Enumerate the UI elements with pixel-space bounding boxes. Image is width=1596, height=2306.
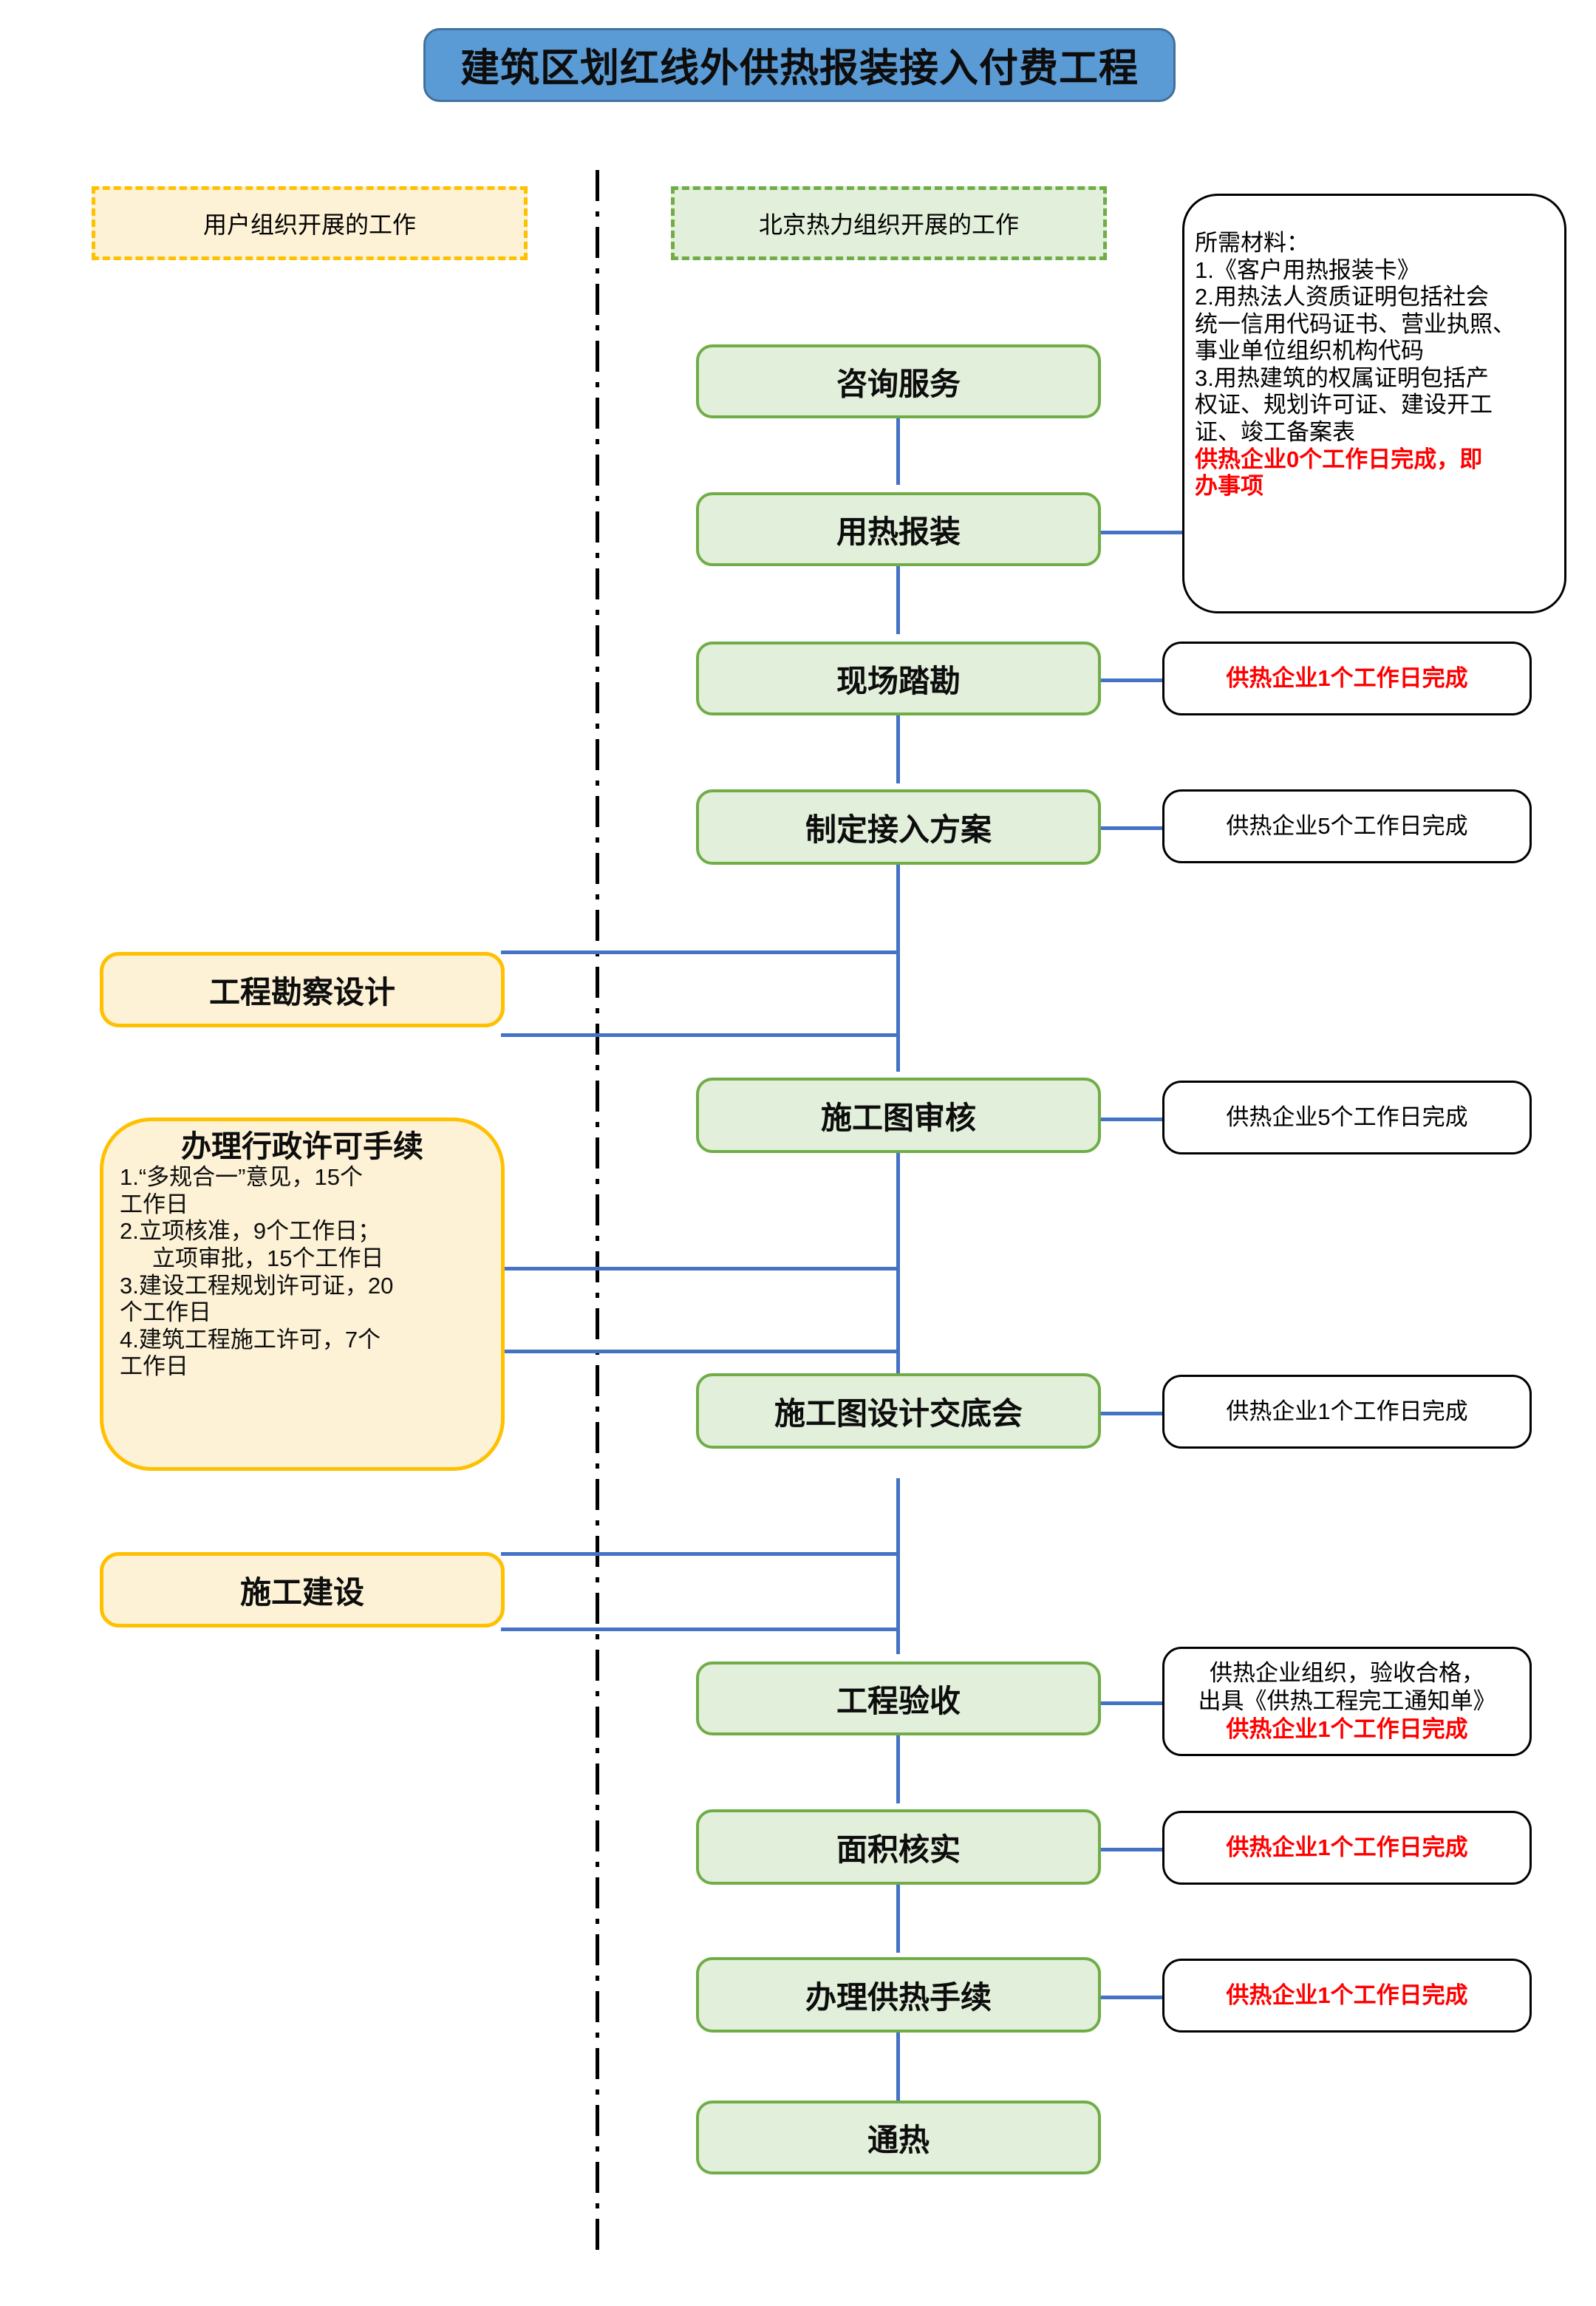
permit-item: 工作日 [120, 1191, 188, 1217]
step-access-plan[interactable]: 制定接入方案 [696, 789, 1101, 865]
step-heat-application[interactable]: 用热报装 [696, 492, 1101, 566]
connector-v-5 [896, 1153, 900, 1397]
legend-user-lane: 用户组织开展的工作 [92, 186, 528, 260]
legend-heat-lane: 北京热力组织开展的工作 [671, 186, 1107, 260]
connector-v-3 [896, 715, 900, 783]
user-step-admin-permits[interactable]: 办理行政许可手续 1.“多规合一”意见，15个 工作日 2.立项核准，9个工作日… [100, 1118, 505, 1471]
legend-heat-label: 北京热力组织开展的工作 [758, 211, 1019, 238]
step-site-survey[interactable]: 现场踏勘 [696, 642, 1101, 715]
materials-line: 事业单位组织机构代码 [1195, 338, 1424, 364]
materials-line: 权证、规划许可证、建设开工 [1195, 392, 1493, 418]
note-design-briefing: 供热企业1个工作日完成 [1162, 1375, 1532, 1449]
step-heating-on[interactable]: 通热 [696, 2101, 1101, 2174]
note-heat-formalities: 供热企业1个工作日完成 [1162, 1959, 1532, 2033]
note-text-line1: 供热企业组织，验收合格， [1210, 1660, 1484, 1687]
step-label: 面积核实 [836, 1831, 961, 1867]
connector-h-permit-out [501, 1350, 900, 1353]
step-drawing-review[interactable]: 施工图审核 [696, 1078, 1101, 1153]
step-label: 工程验收 [836, 1683, 961, 1718]
step-design-briefing[interactable]: 施工图设计交底会 [696, 1373, 1101, 1449]
permit-item: 4.建筑工程施工许可，7个 [120, 1326, 381, 1353]
note-acceptance: 供热企业组织，验收合格， 出具《供热工程完工通知单》 供热企业1个工作日完成 [1162, 1647, 1532, 1756]
step-label: 用热报装 [836, 514, 961, 549]
connector-note-drawing-review [1099, 1118, 1164, 1121]
permit-item: 个工作日 [120, 1299, 211, 1326]
note-text: 供热企业5个工作日完成 [1226, 813, 1468, 840]
note-required-materials: 所需材料： 1.《客户用热报装卡》 2.用热法人资质证明包括社会 统一信用代码证… [1182, 194, 1566, 613]
permit-item: 3.建设工程规划许可证，20 [120, 1272, 394, 1299]
note-text: 供热企业1个工作日完成 [1226, 1982, 1468, 2009]
permit-item: 立项审批，15个工作日 [152, 1245, 384, 1271]
materials-line: 所需材料： [1195, 230, 1309, 256]
user-step-label: 工程勘察设计 [208, 974, 395, 1010]
materials-line: 2.用热法人资质证明包括社会 [1195, 284, 1489, 310]
note-text: 供热企业1个工作日完成 [1226, 1834, 1468, 1861]
note-area-check: 供热企业1个工作日完成 [1162, 1811, 1532, 1885]
connector-v-1 [896, 418, 900, 485]
step-project-acceptance[interactable]: 工程验收 [696, 1662, 1101, 1735]
note-site-survey: 供热企业1个工作日完成 [1162, 642, 1532, 715]
user-step-label: 施工建设 [239, 1574, 364, 1610]
connector-v-6 [896, 1478, 900, 1654]
connector-note-access-plan [1099, 826, 1164, 830]
connector-v-8 [896, 1885, 900, 1953]
step-heat-formalities[interactable]: 办理供热手续 [696, 1957, 1101, 2033]
user-step-construction[interactable]: 施工建设 [100, 1552, 505, 1628]
materials-deadline: 办事项 [1195, 473, 1264, 500]
connector-v-2 [896, 566, 900, 634]
note-text-line2: 出具《供热工程完工通知单》 [1198, 1688, 1496, 1715]
connector-v-9 [896, 2033, 900, 2101]
chart-title-banner: 建筑区划红线外供热报装接入付费工程 [423, 28, 1176, 102]
materials-line: 1.《客户用热报装卡》 [1195, 256, 1420, 283]
connector-note-materials [1099, 531, 1184, 534]
note-access-plan: 供热企业5个工作日完成 [1162, 789, 1532, 863]
legend-user-label: 用户组织开展的工作 [202, 211, 416, 238]
connector-note-area-check [1099, 1848, 1164, 1851]
materials-deadline: 供热企业0个工作日完成，即 [1195, 446, 1483, 472]
permit-item: 1.“多规合一”意见，15个 [120, 1164, 363, 1191]
step-label: 制定接入方案 [805, 812, 992, 847]
step-label: 办理供热手续 [805, 1979, 992, 2015]
connector-h-permit-in [501, 1267, 900, 1271]
step-label: 现场踏勘 [836, 663, 961, 698]
note-text: 供热企业1个工作日完成 [1226, 1398, 1468, 1425]
step-label: 施工图设计交底会 [774, 1395, 1023, 1431]
materials-line: 3.用热建筑的权属证明包括产 [1195, 364, 1489, 391]
connector-h-construct-in [501, 1552, 900, 1556]
user-step-survey-design[interactable]: 工程勘察设计 [100, 952, 505, 1027]
note-text: 供热企业5个工作日完成 [1226, 1104, 1468, 1131]
permit-title: 办理行政许可手续 [181, 1129, 423, 1163]
connector-note-site-survey [1099, 678, 1164, 682]
materials-line: 统一信用代码证书、营业执照、 [1195, 310, 1515, 337]
connector-note-formalities [1099, 1996, 1164, 1999]
permit-item: 工作日 [120, 1353, 188, 1380]
connector-h-survey-in [501, 950, 900, 954]
step-label: 咨询服务 [836, 366, 961, 401]
connector-v-7 [896, 1735, 900, 1803]
step-label: 通热 [867, 2122, 930, 2157]
connector-note-design-briefing [1099, 1412, 1164, 1415]
connector-v-4 [896, 865, 900, 1072]
chart-title-text: 建筑区划红线外供热报装接入付费工程 [460, 47, 1139, 90]
note-drawing-review: 供热企业5个工作日完成 [1162, 1081, 1532, 1154]
step-label: 施工图审核 [820, 1100, 976, 1135]
note-text: 供热企业1个工作日完成 [1226, 665, 1468, 692]
step-consult-service[interactable]: 咨询服务 [696, 344, 1101, 418]
connector-h-survey-out [501, 1033, 900, 1037]
step-area-verification[interactable]: 面积核实 [696, 1809, 1101, 1885]
swimlane-divider [596, 170, 599, 2253]
note-text-deadline: 供热企业1个工作日完成 [1226, 1715, 1468, 1742]
permit-item: 2.立项核准，9个工作日； [120, 1218, 381, 1245]
connector-note-acceptance [1099, 1701, 1164, 1705]
connector-h-construct-out [501, 1628, 900, 1631]
materials-line: 证、竣工备案表 [1195, 419, 1355, 446]
